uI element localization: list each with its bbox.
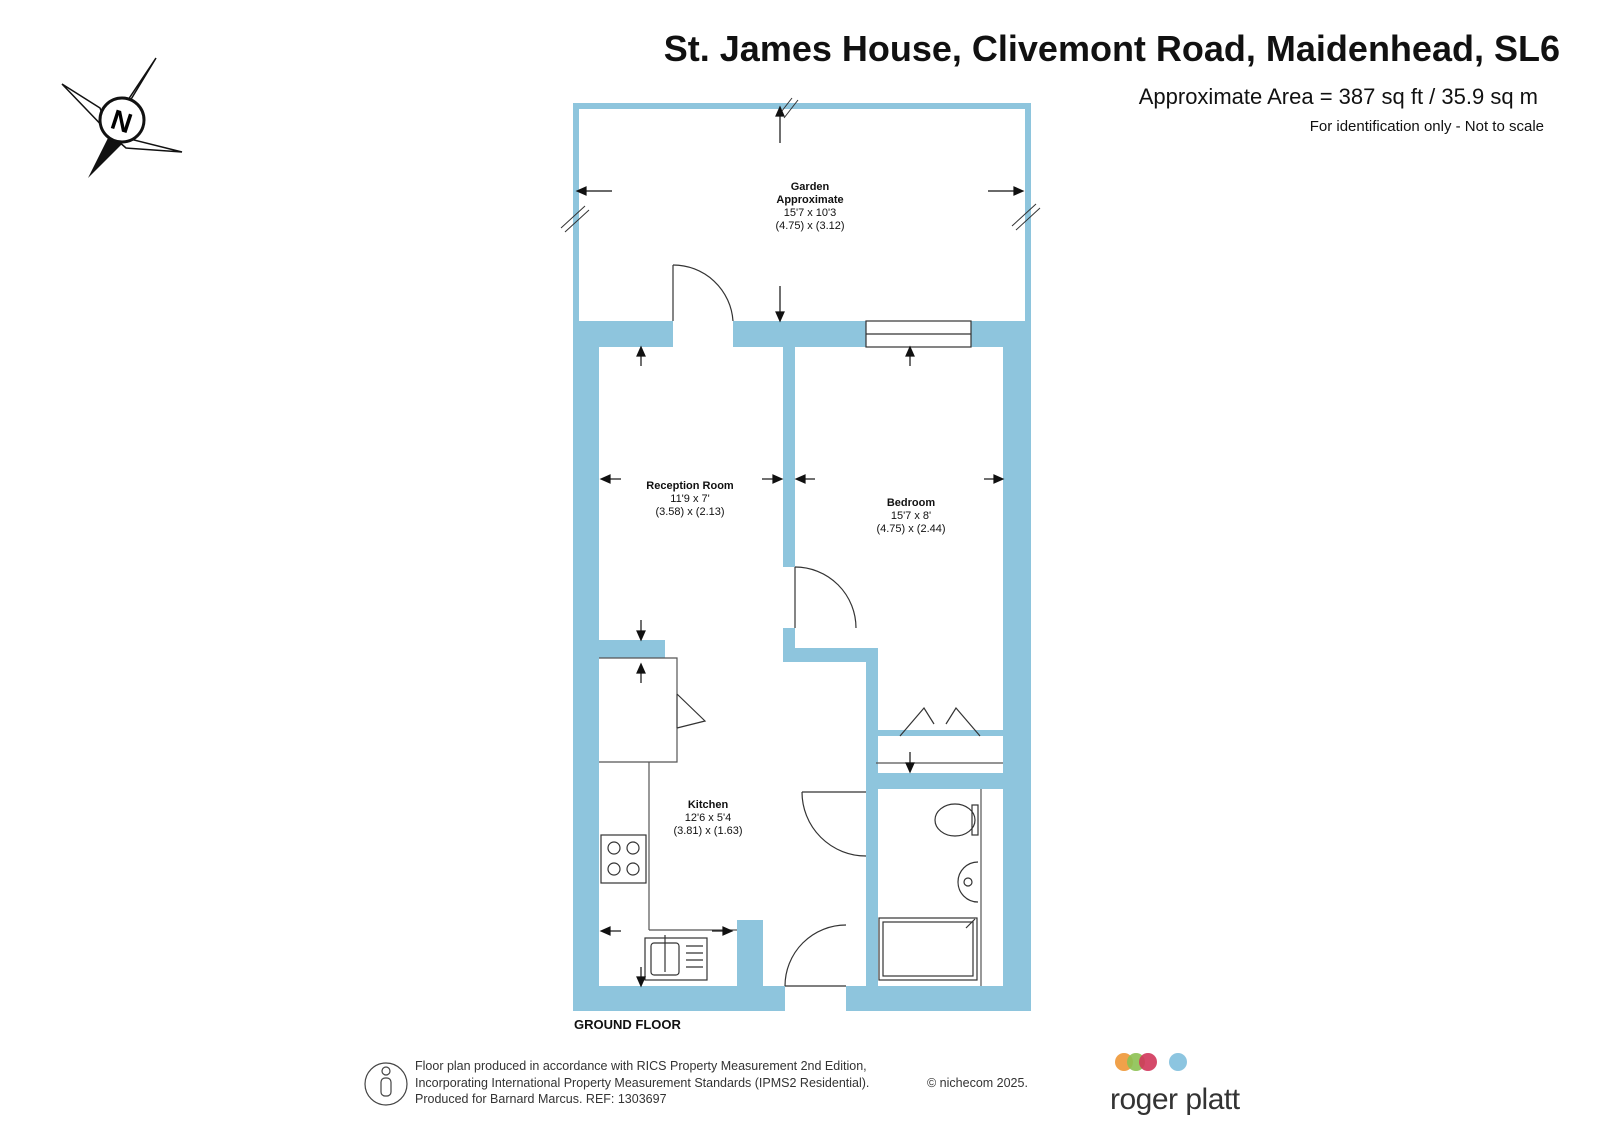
room-dimensions-imperial: 15'7 x 8' [890,510,932,522]
door-swings [672,264,981,987]
internal-lines [599,657,1003,986]
toilet-icon [934,803,979,837]
walls [573,321,1031,1011]
room-dimensions-imperial: 15'7 x 10'3 [783,207,837,219]
room-dimensions-metric: (4.75) x (3.12) [775,220,845,232]
identification-note: For identification only - Not to scale [1309,118,1544,135]
room-name: Bedroom [886,497,936,509]
room-label-reception: Reception Room 11'9 x 7' (3.58) x (2.13) [646,480,733,519]
brand-name: roger platt [1110,1083,1240,1116]
footer-line: Floor plan produced in accordance with R… [415,1059,867,1073]
person-icon [364,1062,408,1106]
footer-line: Produced for Barnard Marcus. REF: 130369… [415,1092,667,1106]
compass-icon: N [61,57,183,178]
garden-boundary [573,103,1031,323]
page-title: St. James House, Clivemont Road, Maidenh… [663,28,1560,69]
room-name-qualifier: Approximate [776,194,844,206]
approximate-area: Approximate Area = 387 sq ft / 35.9 sq m [1138,84,1538,109]
shower-icon [878,917,978,981]
room-name: Reception Room [646,480,734,492]
hob-icon [600,834,647,884]
room-name: Kitchen [687,799,729,811]
room-dimensions-metric: (3.81) x (1.63) [673,825,743,837]
room-dimensions-metric: (3.58) x (2.13) [655,506,725,518]
copyright: © nichecom 2025. [927,1076,1028,1090]
room-label-kitchen: Kitchen 12'6 x 5'4 (3.81) x (1.63) [673,799,742,838]
room-label-garden: Garden Approximate 15'7 x 10'3 (4.75) x … [775,181,844,233]
footer-notes: Floor plan produced in accordance with R… [415,1058,869,1108]
room-dimensions-imperial: 11'9 x 7' [670,493,710,505]
boundary-break-marks [560,97,1041,233]
sink-icon [644,935,708,981]
room-name: Garden [790,181,830,193]
room-label-bedroom: Bedroom 15'7 x 8' (4.75) x (2.44) [876,497,945,536]
footer-line: Incorporating International Property Mea… [415,1075,870,1090]
room-dimensions-imperial: 12'6 x 5'4 [684,812,732,824]
dimension-arrows [575,105,1025,988]
brand-logo-dots [1115,1053,1187,1071]
window [865,320,972,348]
floor-label: GROUND FLOOR [574,1017,681,1032]
room-dimensions-metric: (4.75) x (2.44) [876,523,946,535]
basin-icon [957,861,979,903]
